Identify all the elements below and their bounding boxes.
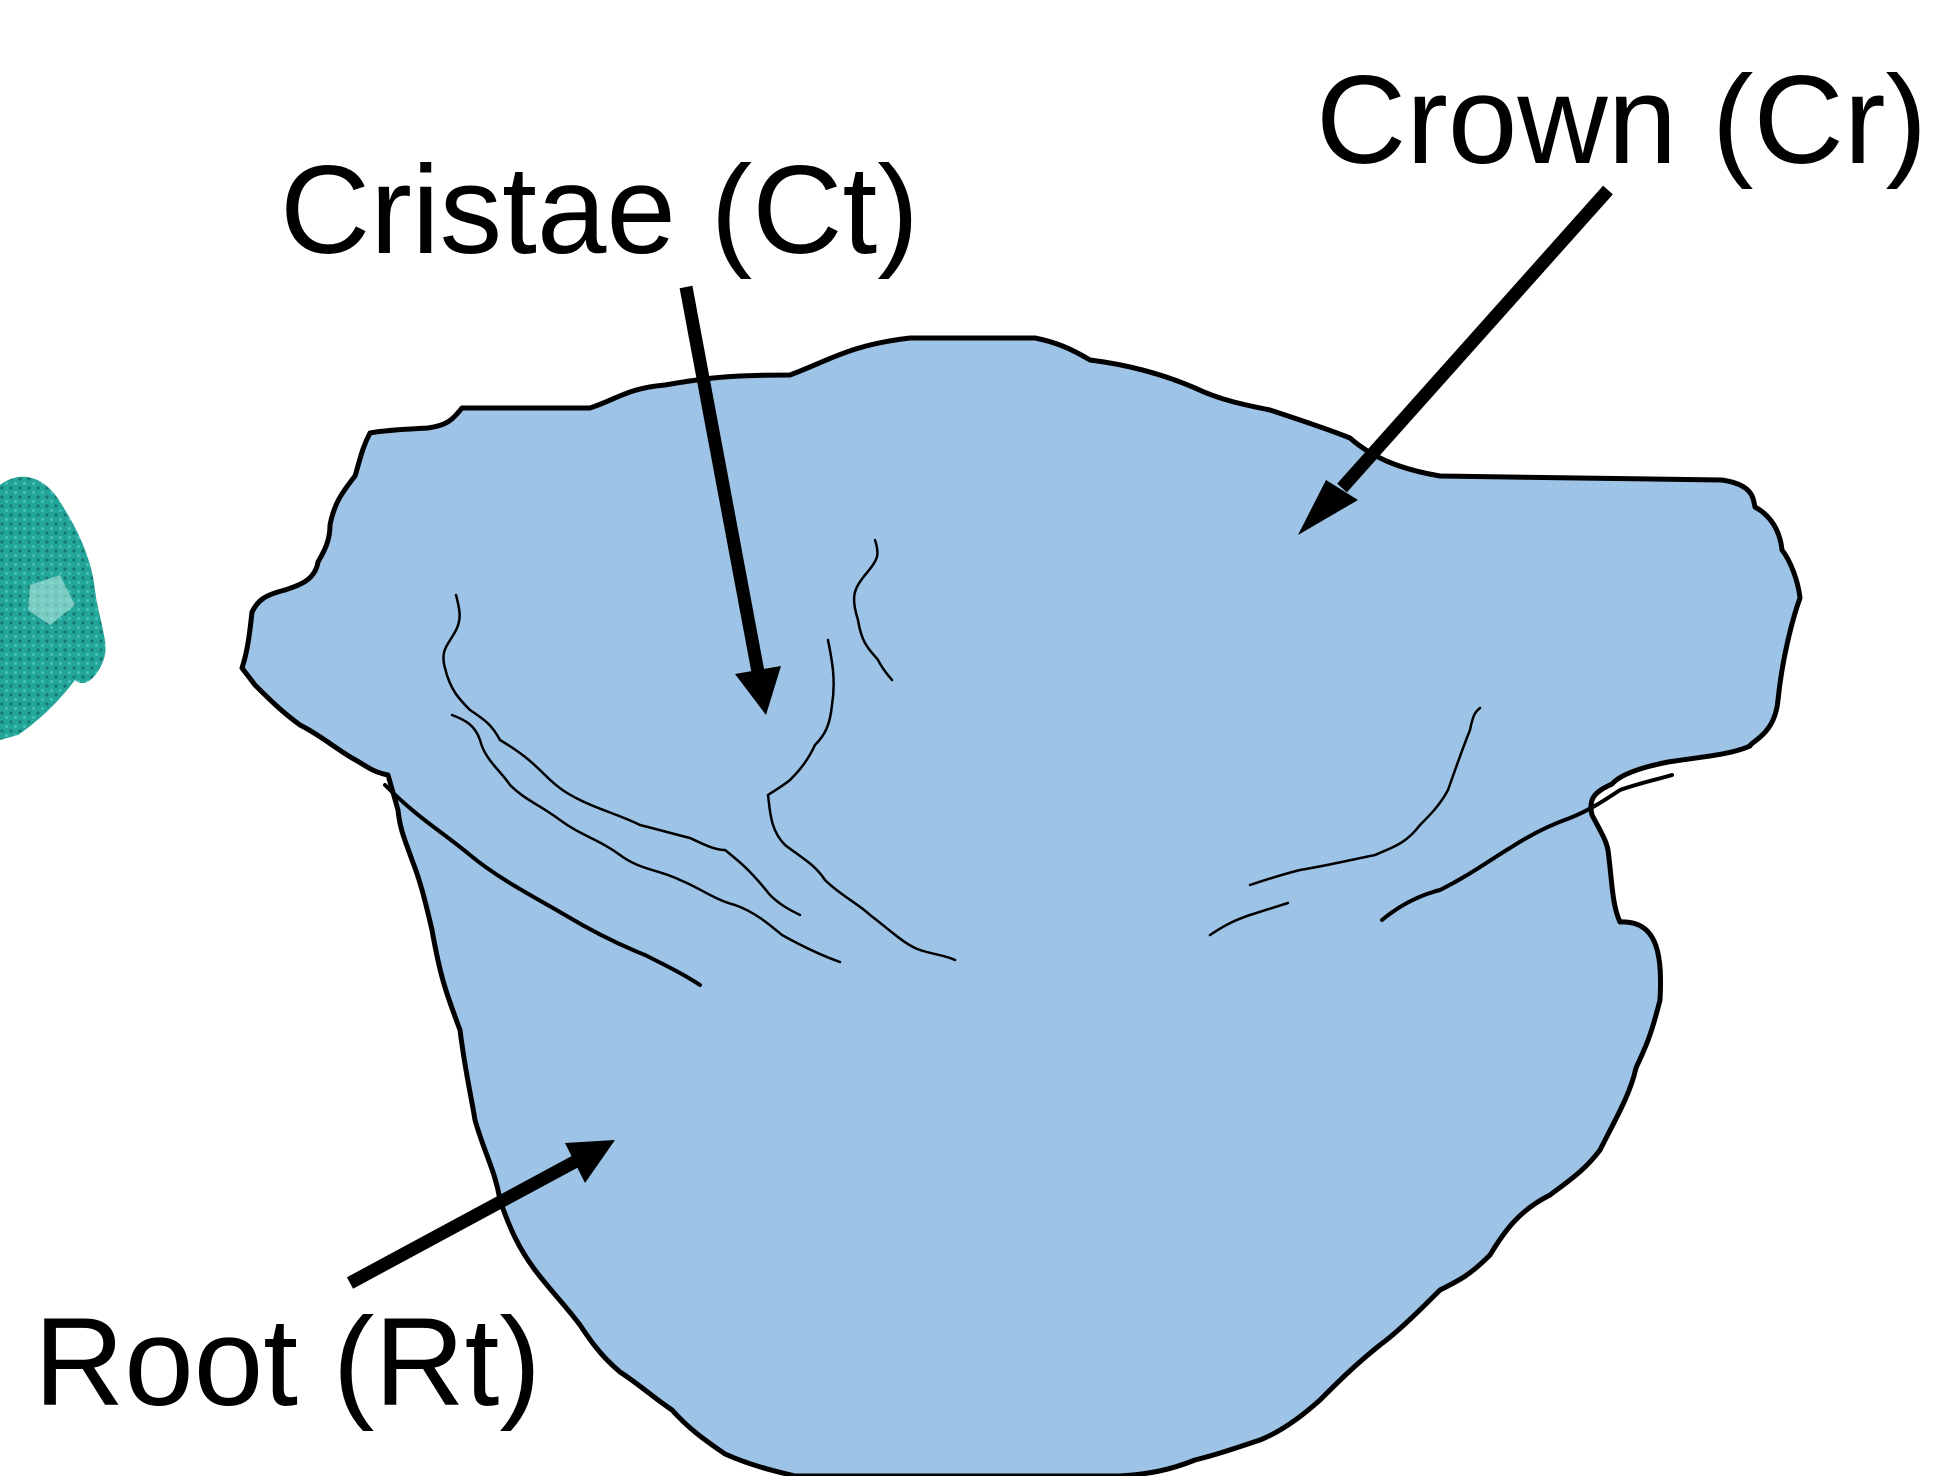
cristae-label: Cristae (Ct) <box>280 148 919 273</box>
root-label: Root (Rt) <box>34 1300 541 1425</box>
crown-label: Crown (Cr) <box>1316 58 1927 183</box>
